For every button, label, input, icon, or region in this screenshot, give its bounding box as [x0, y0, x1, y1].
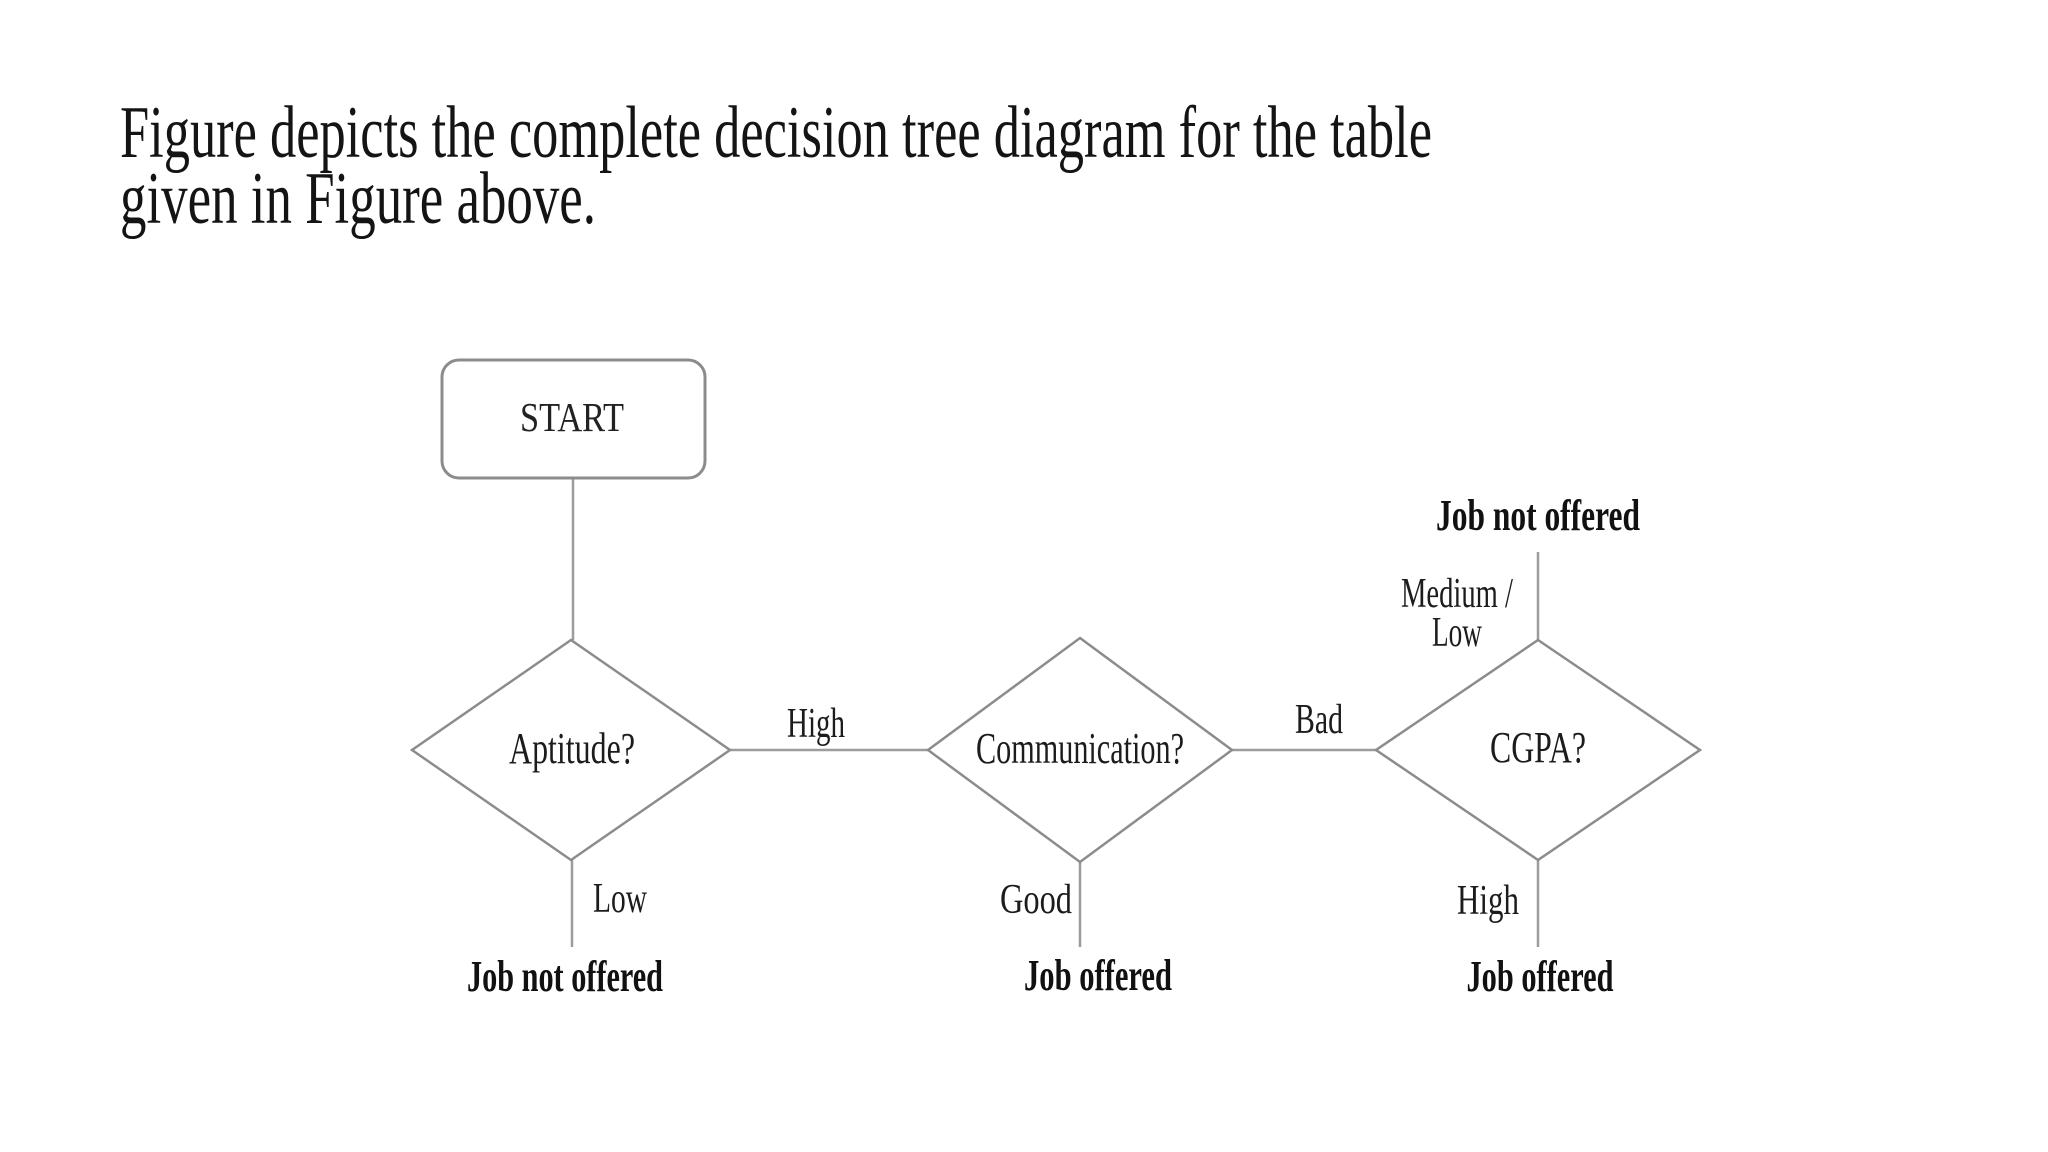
caption-line-2: given in Figure above. — [120, 158, 596, 240]
branch-label-high-aptitude: High — [787, 701, 845, 747]
outcome-job-offered-middle: Job offered — [1024, 951, 1172, 1000]
cgpa-node-label: CGPA? — [1490, 723, 1586, 772]
communication-node — [925, 636, 1235, 864]
branch-label-low-aptitude: Low — [593, 876, 647, 922]
branch-label-medium-low-line1: Medium / — [1401, 571, 1513, 617]
outcome-job-offered-right: Job offered — [1467, 952, 1614, 1001]
aptitude-node — [409, 638, 733, 862]
outcome-job-not-offered-bottom: Job not offered — [467, 952, 663, 1001]
start-node-label: START — [520, 394, 624, 440]
branch-label-medium-low-line2: Low — [1432, 610, 1482, 656]
cgpa-node — [1373, 638, 1703, 862]
communication-node-label: Communication? — [976, 724, 1184, 773]
aptitude-node-label: Aptitude? — [509, 724, 635, 773]
caption-line-1: Figure depicts the complete decision tre… — [120, 92, 1432, 174]
branch-label-good: Good — [1000, 877, 1072, 923]
outcome-job-not-offered-top: Job not offered — [1436, 491, 1640, 540]
start-node — [440, 358, 707, 480]
branch-label-high-cgpa: High — [1457, 878, 1519, 924]
branch-label-bad: Bad — [1295, 697, 1343, 743]
